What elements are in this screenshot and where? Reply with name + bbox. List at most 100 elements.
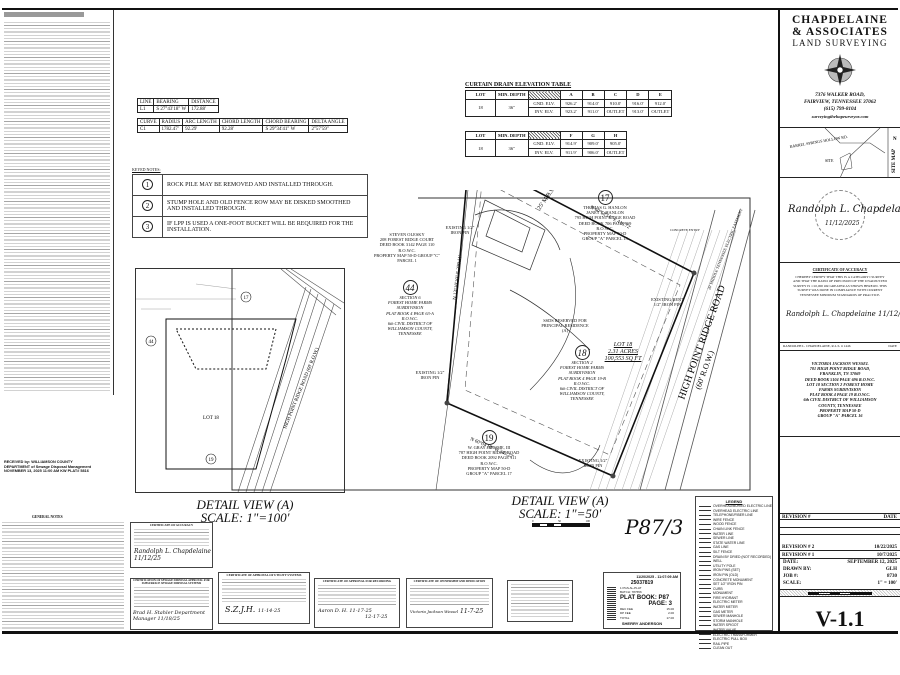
legend-symbol-icon xyxy=(699,625,711,627)
legend-item: SILT FENCE xyxy=(699,550,769,555)
barcode-icon xyxy=(607,587,616,621)
compass-rose-icon xyxy=(824,54,856,86)
legend-item: STATE WATER LINE xyxy=(699,541,769,546)
legend-item: GAS LINE xyxy=(699,545,769,550)
keyed-notes-title: KEYED NOTES: xyxy=(132,167,161,172)
legend-item: WATER SPIGOT xyxy=(699,623,769,628)
legend-item: WELL xyxy=(699,559,769,564)
pin-nw-label: EXISTING 1/2" IRON PIN xyxy=(445,225,475,236)
certificate-of-accuracy: CERTIFICATE OF ACCURACY I HEREBY CERTIFY… xyxy=(780,263,900,343)
detail-scale-bar: 0 50 100 xyxy=(532,519,590,527)
legend-symbol-icon xyxy=(699,528,711,530)
line-table: LINE BEARING DISTANCE L1 S 27°43'18" W 1… xyxy=(136,98,219,113)
svg-text:BARREL SPRINGS HOLLOW RD.: BARREL SPRINGS HOLLOW RD. xyxy=(789,134,848,149)
overall-plan-title: DETAIL VIEW (A) SCALE: 1"=100' xyxy=(196,497,294,525)
legend-item: CURB xyxy=(699,587,769,592)
svg-text:44: 44 xyxy=(149,340,155,345)
site-map: BARREL SPRINGS HOLLOW RD. SITE SITE MAP … xyxy=(780,127,900,179)
general-notes-bottom: GENERAL NOTES xyxy=(2,515,127,630)
legend-symbol-icon xyxy=(699,556,711,558)
legend-item: OVERHEAD/BURIED ELECTRIC LINE xyxy=(699,504,772,509)
legend-symbol-icon xyxy=(699,615,711,617)
legend-symbol-icon xyxy=(699,643,711,645)
overall-plan-frame: LOT 18 44 17 19 HIGH POINT RIDGE ROAD (6… xyxy=(135,268,345,493)
legend-item: IRON PINS (SET) xyxy=(699,568,769,573)
general-notes-bottom-text xyxy=(2,521,124,630)
legend-symbol-icon xyxy=(699,629,711,631)
legend-item: ELECTRIC TRANSFORMER xyxy=(699,633,769,638)
firm-name-line2: & ASSOCIATES xyxy=(792,26,888,38)
surveyor-seal: Randolph L. Chapdelaine 11/12/2025 xyxy=(780,178,900,263)
legend-symbol-icon xyxy=(699,634,711,636)
owner-line: PROPERTY MAP 50-D xyxy=(819,407,861,413)
legend-item: ELECTRIC PULL BOX xyxy=(699,637,769,642)
certificate-ownership-dedication: CERTIFICATE OF OWNERSHIP AND DEDICATION … xyxy=(406,578,493,628)
general-notes-title: GENERAL NOTES xyxy=(32,515,63,519)
owner-line: LOT 18 SECTION 2 FOREST HOME xyxy=(806,381,874,387)
received-line-3: NOVEMBER 13, 2025 11:00 AM KW PLAT# 5816 xyxy=(4,469,89,474)
legend-item: WIRE FENCE xyxy=(699,518,769,523)
north-arrow-icon: N xyxy=(893,137,897,142)
firm-subtitle: LAND SURVEYING xyxy=(792,38,888,48)
svg-text:N 13°10'10" E 270.11': N 13°10'10" E 270.11' xyxy=(453,255,463,300)
legend-item: RAIL PIPE xyxy=(699,642,769,647)
legend-item: STORM MANHOLE xyxy=(699,619,769,624)
legend-symbol-icon xyxy=(699,574,711,576)
owner-line: 781 HIGH POINT RIDGE ROAD, xyxy=(809,366,871,372)
svg-text:17: 17 xyxy=(244,296,250,301)
certificate-sewage-approval: CERTIFICATION OF SEWAGE DISPOSAL APPROVA… xyxy=(130,578,213,630)
ssds-reserved-label: SSDS RESERVED FOR PRINCIPAL RESIDENCE (A… xyxy=(541,318,589,334)
lot-17-label: 17 THOMAS G. HANLON JANET L. HANLON 795 … xyxy=(565,190,645,241)
legend-symbol-icon xyxy=(699,505,711,507)
legend-symbol-icon xyxy=(699,620,711,622)
owner-line: PLAT BOOK 4 PAGE 19 R.O.W.C. xyxy=(809,392,871,398)
legend-symbol-icon xyxy=(699,579,711,581)
keyed-note-row: 3 IF LPP IS USED A ONE-FOOT BUCKET WILL … xyxy=(132,215,368,238)
title-scale-bar xyxy=(780,589,900,597)
owner-line: FRANKLIN, TN 37069 xyxy=(819,371,861,377)
owner-line: GROUP "A" PARCEL 16 xyxy=(817,413,863,419)
legend-symbol-icon xyxy=(699,648,711,650)
note-key: 1 xyxy=(142,179,153,191)
legend-symbol-icon xyxy=(699,597,711,599)
drawing-info: DATE:SEPTEMBER 12, 2025 DRAWN BY:GLH JOB… xyxy=(783,560,897,586)
legend-symbol-icon xyxy=(699,510,711,512)
legend-symbol-icon xyxy=(699,519,711,521)
title-block: CHAPDELAINE & ASSOCIATES LAND SURVEYING … xyxy=(778,8,900,634)
detail-view-title: DETAIL VIEW (A) SCALE: 1"=50' xyxy=(511,493,609,521)
legend-symbol-icon xyxy=(699,537,711,539)
owner-line: VICTORIA JACKSON WESSEL xyxy=(811,361,869,366)
svg-text:SITE: SITE xyxy=(825,158,834,163)
owner-line: DEED BOOK 5104 PAGE 696 R.O.W.C. xyxy=(804,376,876,382)
lot-44-label: 44 SECTION 6 FOREST HOME FARMS SUBDIVISI… xyxy=(370,280,450,337)
detail-view-drawing: N 60°58'51" E 418.72' N 60°04'18" W 345.… xyxy=(231,154,756,491)
legend-symbol-icon xyxy=(699,514,711,516)
legend-item: CLEAN OUT xyxy=(699,646,769,651)
owner-line: 6th CIVIL DISTRICT OF WILLIAMSON xyxy=(803,397,877,403)
curtain-drain-table-2: LOT MIN. DEPTH F G H 18 36" GND. ELV. 91… xyxy=(465,130,628,157)
curtain-drain-title: CURTAIN DRAIN ELEVATION TABLE xyxy=(465,82,572,88)
lot-18-area: LOT 18 2.31 ACRES 100,553 SQ FT xyxy=(604,342,642,362)
detail-view-frame: N 60°58'51" E 418.72' N 60°04'18" W 345.… xyxy=(210,154,776,495)
legend-symbol-icon xyxy=(699,565,711,567)
firm-name-line1: CHAPDELAINE xyxy=(792,14,888,26)
legend-item: SEWER MANHOLE xyxy=(699,614,769,619)
legend-item: WATER VALVE xyxy=(699,628,769,633)
handwritten-plat-ref: P87/3 xyxy=(625,515,684,539)
signer-line: RANDOLPH L. CHAPDELAINE, R.L.S. # 1446 D… xyxy=(780,343,900,351)
general-notes-panel xyxy=(2,10,114,395)
legend-symbol-icon xyxy=(699,560,711,562)
legend-item: GAS METER xyxy=(699,610,769,615)
note-key: 2 xyxy=(142,200,153,212)
sheet-number: V-1.1 xyxy=(815,606,865,631)
keyed-notes: KEYED NOTES: 1 ROCK PILE MAY BE REMOVED … xyxy=(132,167,368,238)
svg-text:LOT 18: LOT 18 xyxy=(203,416,219,421)
olesky-label: STEVEN OLESKY 208 FOREST RIDGE COURT DEE… xyxy=(373,232,441,264)
sheet-border xyxy=(2,8,898,634)
legend-symbol-icon xyxy=(699,611,711,613)
received-line-2: DEPARTMENT of Sewage Disposal Management xyxy=(4,464,92,469)
received-stamp: RECEIVED by: WILLIAMSON COUNTY DEPARTMEN… xyxy=(4,460,124,474)
firm-block: CHAPDELAINE & ASSOCIATES LAND SURVEYING … xyxy=(780,8,900,128)
svg-text:19: 19 xyxy=(209,458,215,463)
